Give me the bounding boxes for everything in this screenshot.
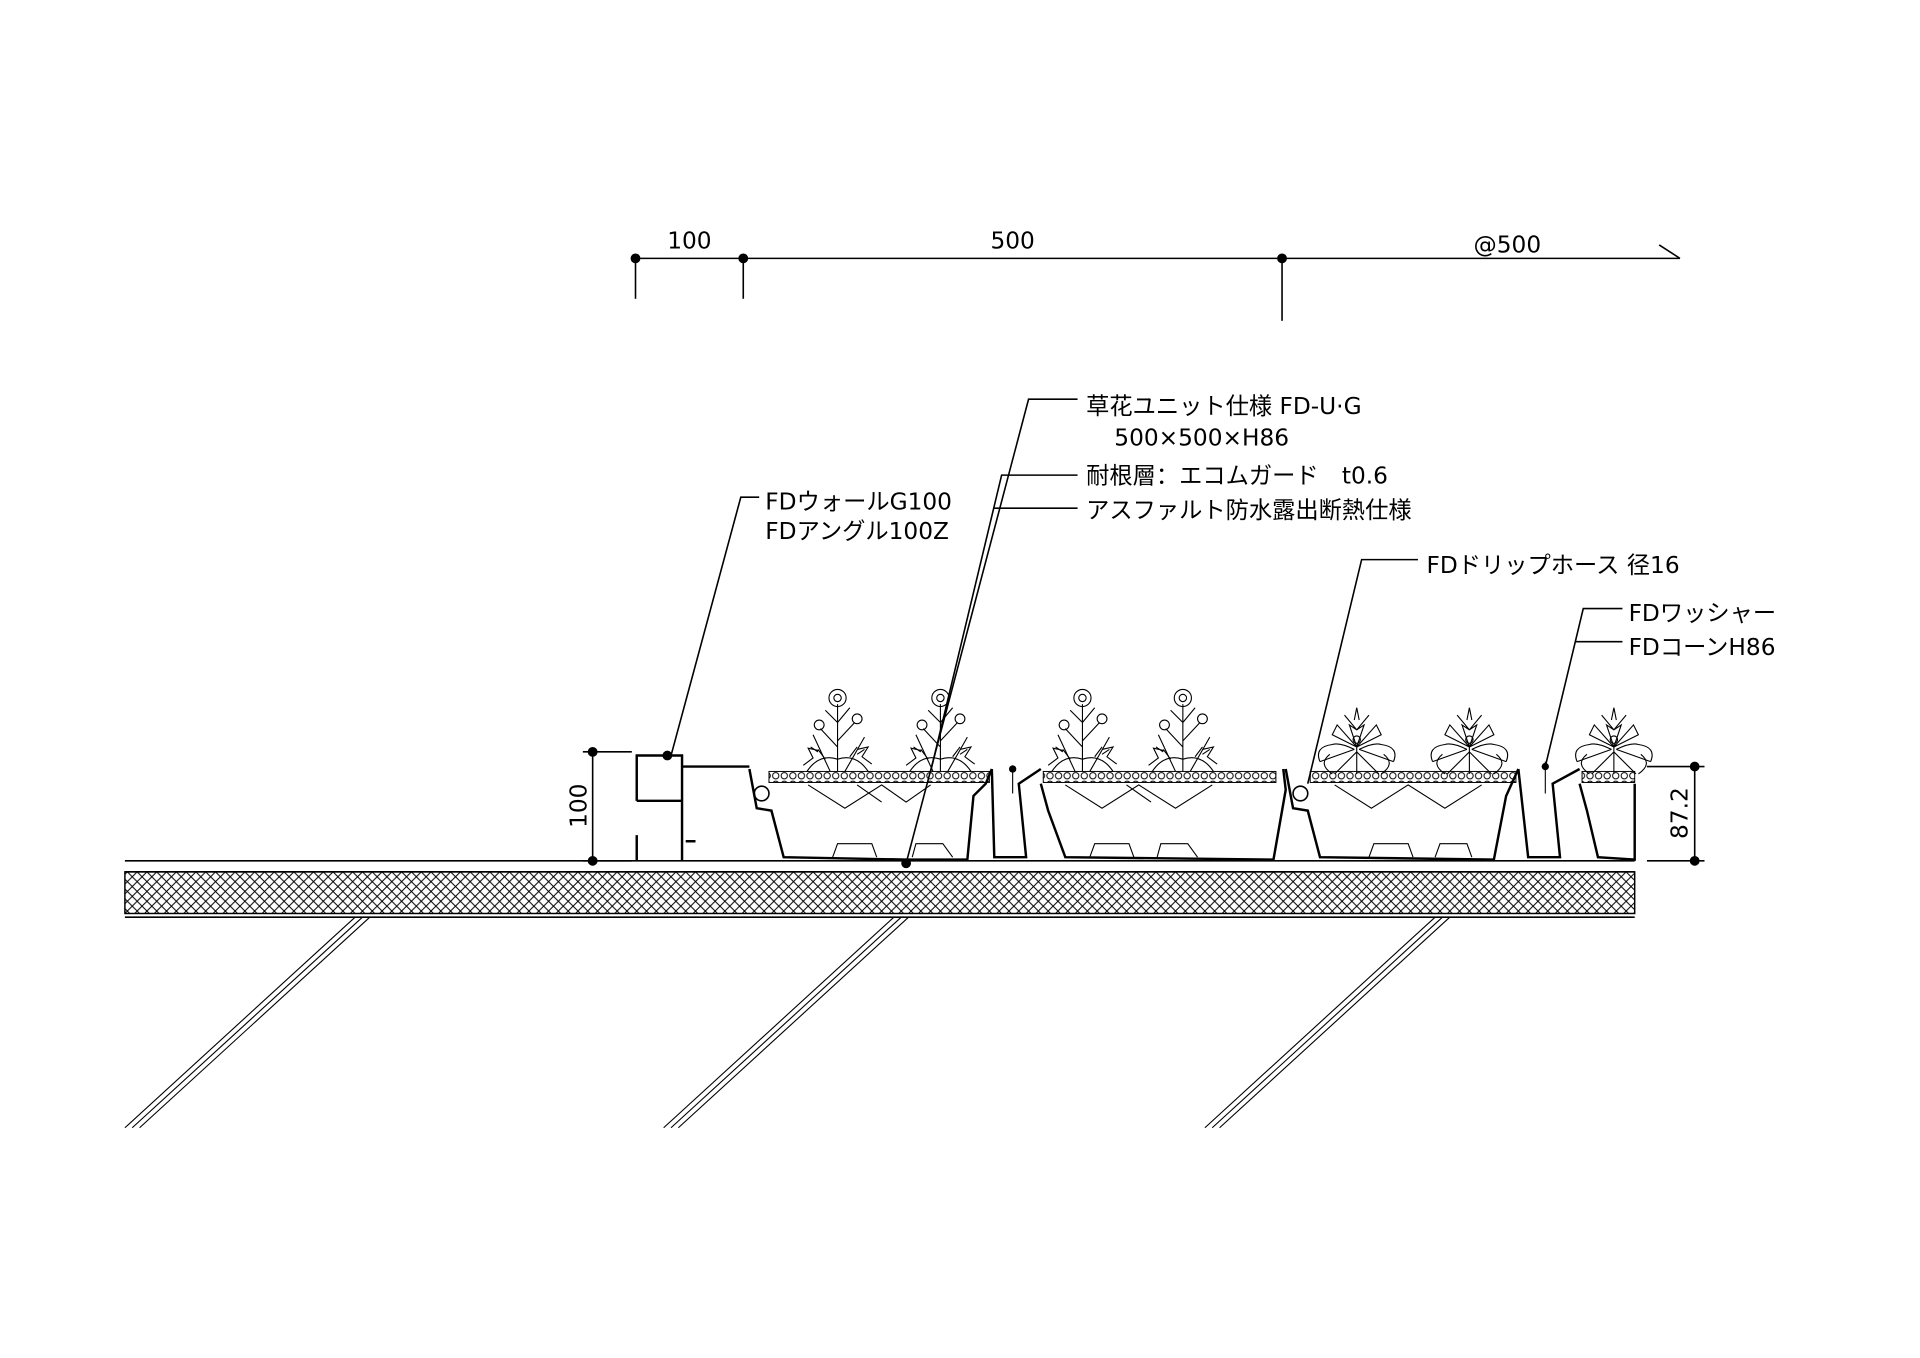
planter-units (748, 761, 1636, 861)
dim-100: 100 (667, 228, 711, 255)
label-unit-size: 500×500×H86 (1114, 425, 1289, 452)
dim-height-87-2: 87.2 (1666, 787, 1693, 839)
leader-unit-spec (901, 398, 1078, 869)
leader-wall (670, 496, 760, 756)
label-wall: FDウォールG100 (765, 488, 952, 515)
plants (802, 688, 1653, 775)
fd-wall-angle (635, 750, 750, 861)
label-angle: FDアングル100Z (765, 518, 949, 545)
label-drip-hose: FDドリップホース 径16 (1427, 552, 1680, 579)
label-unit-spec: 草花ユニット仕様 FD-U·G (1086, 393, 1361, 420)
dim-height-100: 100 (566, 784, 593, 828)
dim-500: 500 (990, 228, 1034, 255)
top-dimension: 100 500 @500 (630, 228, 1681, 321)
label-washer: FDワッシャー (1629, 600, 1777, 627)
dim-pitch-500: @500 (1474, 231, 1542, 258)
planter-unit (990, 765, 1287, 861)
planter-unit (1517, 761, 1636, 861)
roof-substrate (124, 860, 1636, 1129)
right-height-dimension: 87.2 (1646, 761, 1705, 866)
planter-unit (748, 768, 993, 861)
leader-drip-hose (1306, 558, 1418, 784)
planter-unit (1284, 768, 1520, 861)
label-cone: FDコーンH86 (1629, 634, 1776, 661)
label-waterproofing: アスファルト防水露出断熱仕様 (1086, 497, 1412, 524)
label-root-layer: 耐根層：エコムガード t0.6 (1086, 463, 1388, 490)
leader-washer-cone (1544, 607, 1623, 767)
left-height-dimension: 100 (566, 746, 632, 866)
